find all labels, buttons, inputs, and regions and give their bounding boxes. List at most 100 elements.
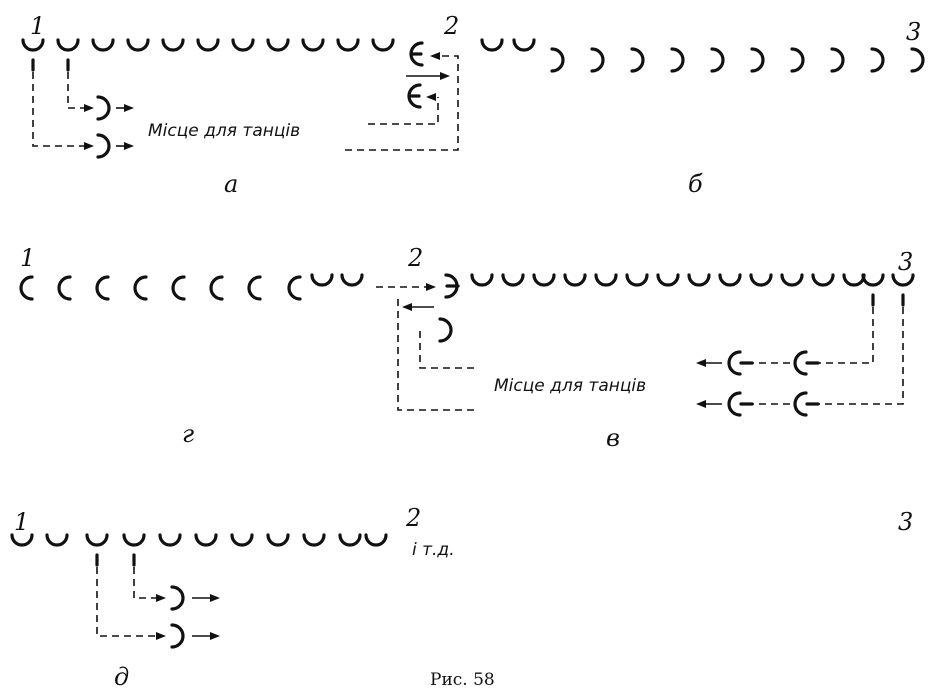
- dancer-exiting-right: [96, 133, 111, 159]
- dancer-cup: [231, 38, 255, 52]
- dancer-cup: [371, 38, 395, 52]
- dancer-cup: [85, 533, 109, 567]
- dancer-returning-right: [438, 317, 453, 343]
- dancer-cup: [512, 38, 536, 52]
- dancer-cup: [56, 38, 80, 72]
- dancers-exiting-left: [727, 350, 820, 417]
- dance-area-caption-middle: Місце для танців: [494, 376, 646, 396]
- bottom-row-dancers: [10, 533, 388, 567]
- dancer-cup: [501, 273, 525, 287]
- dancer-turning-right: [444, 273, 460, 299]
- dancer-cup: [470, 273, 494, 287]
- dancer-cup: [687, 273, 711, 287]
- dancer-exiting-right: [170, 585, 185, 611]
- dancer-right: [870, 47, 885, 73]
- dancer-left: [133, 275, 148, 301]
- dancer-cup: [310, 273, 334, 287]
- dancer-cup: [10, 533, 34, 547]
- dancer-cup: [338, 533, 362, 547]
- panel-label-g: г: [182, 420, 194, 448]
- dancer-left: [57, 275, 72, 301]
- dancer-cup: [563, 273, 587, 287]
- dancer-cup: [811, 273, 835, 287]
- dancer-cup: [91, 38, 115, 52]
- dancer-right: [670, 47, 685, 73]
- bottom-path-lines: [96, 567, 220, 640]
- position-2-label: 2: [407, 244, 423, 272]
- dancer-turning-left: [409, 41, 424, 67]
- dancer-exiting-right: [170, 623, 185, 649]
- position-2-label: 2: [405, 504, 421, 532]
- panel-label-b: б: [688, 170, 703, 198]
- dancer-cup: [21, 38, 45, 72]
- dancer-cup: [891, 273, 915, 307]
- position-2-label: 2: [443, 12, 459, 40]
- dance-area-caption-top: Місце для танців: [148, 121, 300, 141]
- dancer-cup: [126, 38, 150, 52]
- left-path-lines-middle: [376, 283, 474, 411]
- dancer-right: [710, 47, 725, 73]
- position-3-label: 3: [906, 18, 921, 46]
- dancer-exiting-left: [793, 391, 820, 417]
- dancer-exiting-left: [793, 350, 820, 376]
- dancer-right: [830, 47, 845, 73]
- dancer-cup: [122, 533, 146, 567]
- dancer-cup: [749, 273, 773, 287]
- dancer-cup: [266, 38, 290, 52]
- figure-caption: Рис. 58: [430, 670, 495, 690]
- dancer-cup: [302, 533, 326, 547]
- dancer-cup: [625, 273, 649, 287]
- position-1-label: 1: [20, 244, 35, 272]
- dancer-cup: [656, 273, 680, 287]
- middle-row-dancers: [19, 273, 915, 307]
- dancer-exiting-left: [727, 391, 754, 417]
- dancer-cup: [718, 273, 742, 287]
- panel-label-a: а: [224, 170, 238, 198]
- position-3-label: 3: [898, 508, 913, 536]
- dancer-left: [95, 275, 110, 301]
- position-1-label: 1: [30, 12, 45, 40]
- dancer-right: [590, 47, 605, 73]
- dancer-cup: [842, 273, 866, 287]
- dancer-right: [630, 47, 645, 73]
- right-path-lines-middle: [696, 307, 904, 408]
- dancer-exiting-right: [96, 95, 111, 121]
- dancer-right: [910, 47, 925, 73]
- dancer-cup: [340, 273, 364, 287]
- position-3-label: 3: [898, 248, 913, 276]
- dancer-cup: [861, 273, 885, 307]
- dancer-cup: [196, 38, 220, 52]
- panel-label-v: в: [606, 424, 620, 452]
- left-path-lines: [32, 72, 134, 150]
- dancer-left: [171, 275, 186, 301]
- dancer-cup: [161, 38, 185, 52]
- dancer-cup: [480, 38, 504, 52]
- dancer-cup: [532, 273, 556, 287]
- dancer-left: [19, 275, 34, 301]
- panel-label-d: д: [114, 663, 129, 691]
- dancer-cup: [45, 533, 69, 547]
- dancer-cup: [780, 273, 804, 287]
- dancer-left: [209, 275, 224, 301]
- position-1-label: 1: [14, 508, 29, 536]
- dancer-exiting-left: [727, 350, 754, 376]
- dancer-right: [750, 47, 765, 73]
- dancer-right: [550, 47, 565, 73]
- dancer-right: [790, 47, 805, 73]
- top-row-dancers: [21, 38, 925, 73]
- dancer-cup: [158, 533, 182, 547]
- right-path-lines: [345, 52, 459, 151]
- dancer-cup: [194, 533, 218, 547]
- dancer-left: [287, 275, 302, 301]
- dancer-cup: [594, 273, 618, 287]
- dancer-cup: [266, 533, 290, 547]
- dancer-cup: [301, 38, 325, 52]
- dancer-cup: [336, 38, 360, 52]
- dancer-cup: [230, 533, 254, 547]
- dancer-cup: [364, 533, 388, 547]
- etc-caption: і т.д.: [412, 540, 455, 560]
- dancer-returning: [407, 83, 422, 109]
- dancer-left: [247, 275, 262, 301]
